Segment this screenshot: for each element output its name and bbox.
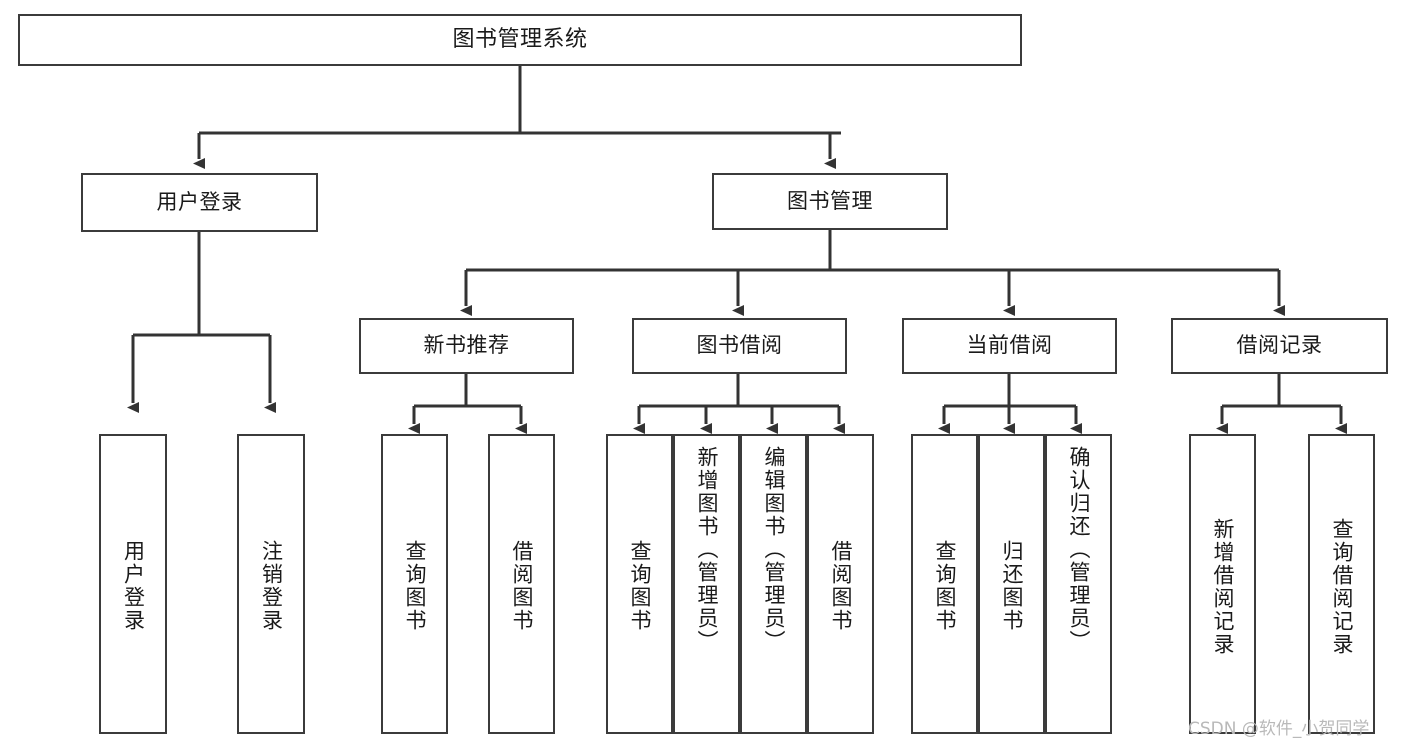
node-user-login[interactable]: 用户登录	[81, 173, 318, 232]
node-book-manage-label: 图书管理	[787, 188, 873, 213]
leaf-user-logout-label: 注销登录	[259, 540, 284, 632]
node-book-manage[interactable]: 图书管理	[712, 173, 948, 230]
leaf-user-login-label: 用户登录	[121, 540, 146, 632]
leaf-add-record[interactable]: 新增借阅记录	[1189, 434, 1256, 734]
node-new-book-recommend[interactable]: 新书推荐	[359, 318, 574, 374]
leaf-confirm-return[interactable]: 确认归还（管理员）	[1045, 434, 1112, 734]
node-user-login-label: 用户登录	[156, 189, 243, 214]
node-borrow-record[interactable]: 借阅记录	[1171, 318, 1388, 374]
node-borrow-record-label: 借阅记录	[1236, 333, 1323, 358]
leaf-return-book[interactable]: 归还图书	[978, 434, 1045, 734]
leaf-borrow-book-1[interactable]: 借阅图书	[488, 434, 555, 734]
leaf-query-record-label: 查询借阅记录	[1330, 518, 1354, 656]
leaf-user-logout[interactable]: 注销登录	[237, 434, 305, 734]
leaf-edit-book[interactable]: 编辑图书（管理员）	[740, 434, 807, 734]
leaf-borrow-book-1-label: 借阅图书	[510, 540, 534, 632]
leaf-query-book-3-label: 查询图书	[933, 540, 957, 632]
leaf-query-book-1[interactable]: 查询图书	[381, 434, 448, 734]
leaf-return-book-label: 归还图书	[1000, 540, 1024, 632]
node-current-borrow-label: 当前借阅	[966, 333, 1053, 358]
leaf-add-book-label: 新增图书（管理员）	[695, 446, 719, 653]
node-current-borrow[interactable]: 当前借阅	[902, 318, 1117, 374]
leaf-edit-book-label: 编辑图书（管理员）	[762, 446, 786, 653]
leaf-confirm-return-label: 确认归还（管理员）	[1067, 446, 1091, 653]
node-book-borrow[interactable]: 图书借阅	[632, 318, 847, 374]
leaf-query-book-1-label: 查询图书	[403, 540, 427, 632]
leaf-add-record-label: 新增借阅记录	[1211, 518, 1235, 656]
leaf-query-book-3[interactable]: 查询图书	[911, 434, 978, 734]
leaf-user-login[interactable]: 用户登录	[99, 434, 167, 734]
node-root-label: 图书管理系统	[452, 26, 588, 52]
leaf-query-book-2[interactable]: 查询图书	[606, 434, 673, 734]
csdn-watermark: CSDN @软件_小贺同学	[1188, 719, 1370, 739]
leaf-add-book[interactable]: 新增图书（管理员）	[673, 434, 740, 734]
leaf-query-record[interactable]: 查询借阅记录	[1308, 434, 1375, 734]
leaf-query-book-2-label: 查询图书	[628, 540, 652, 632]
leaf-borrow-book-2-label: 借阅图书	[829, 540, 853, 632]
leaf-borrow-book-2[interactable]: 借阅图书	[807, 434, 874, 734]
node-book-borrow-label: 图书借阅	[696, 333, 783, 358]
node-root[interactable]: 图书管理系统	[18, 14, 1022, 66]
node-new-book-recommend-label: 新书推荐	[423, 333, 510, 358]
